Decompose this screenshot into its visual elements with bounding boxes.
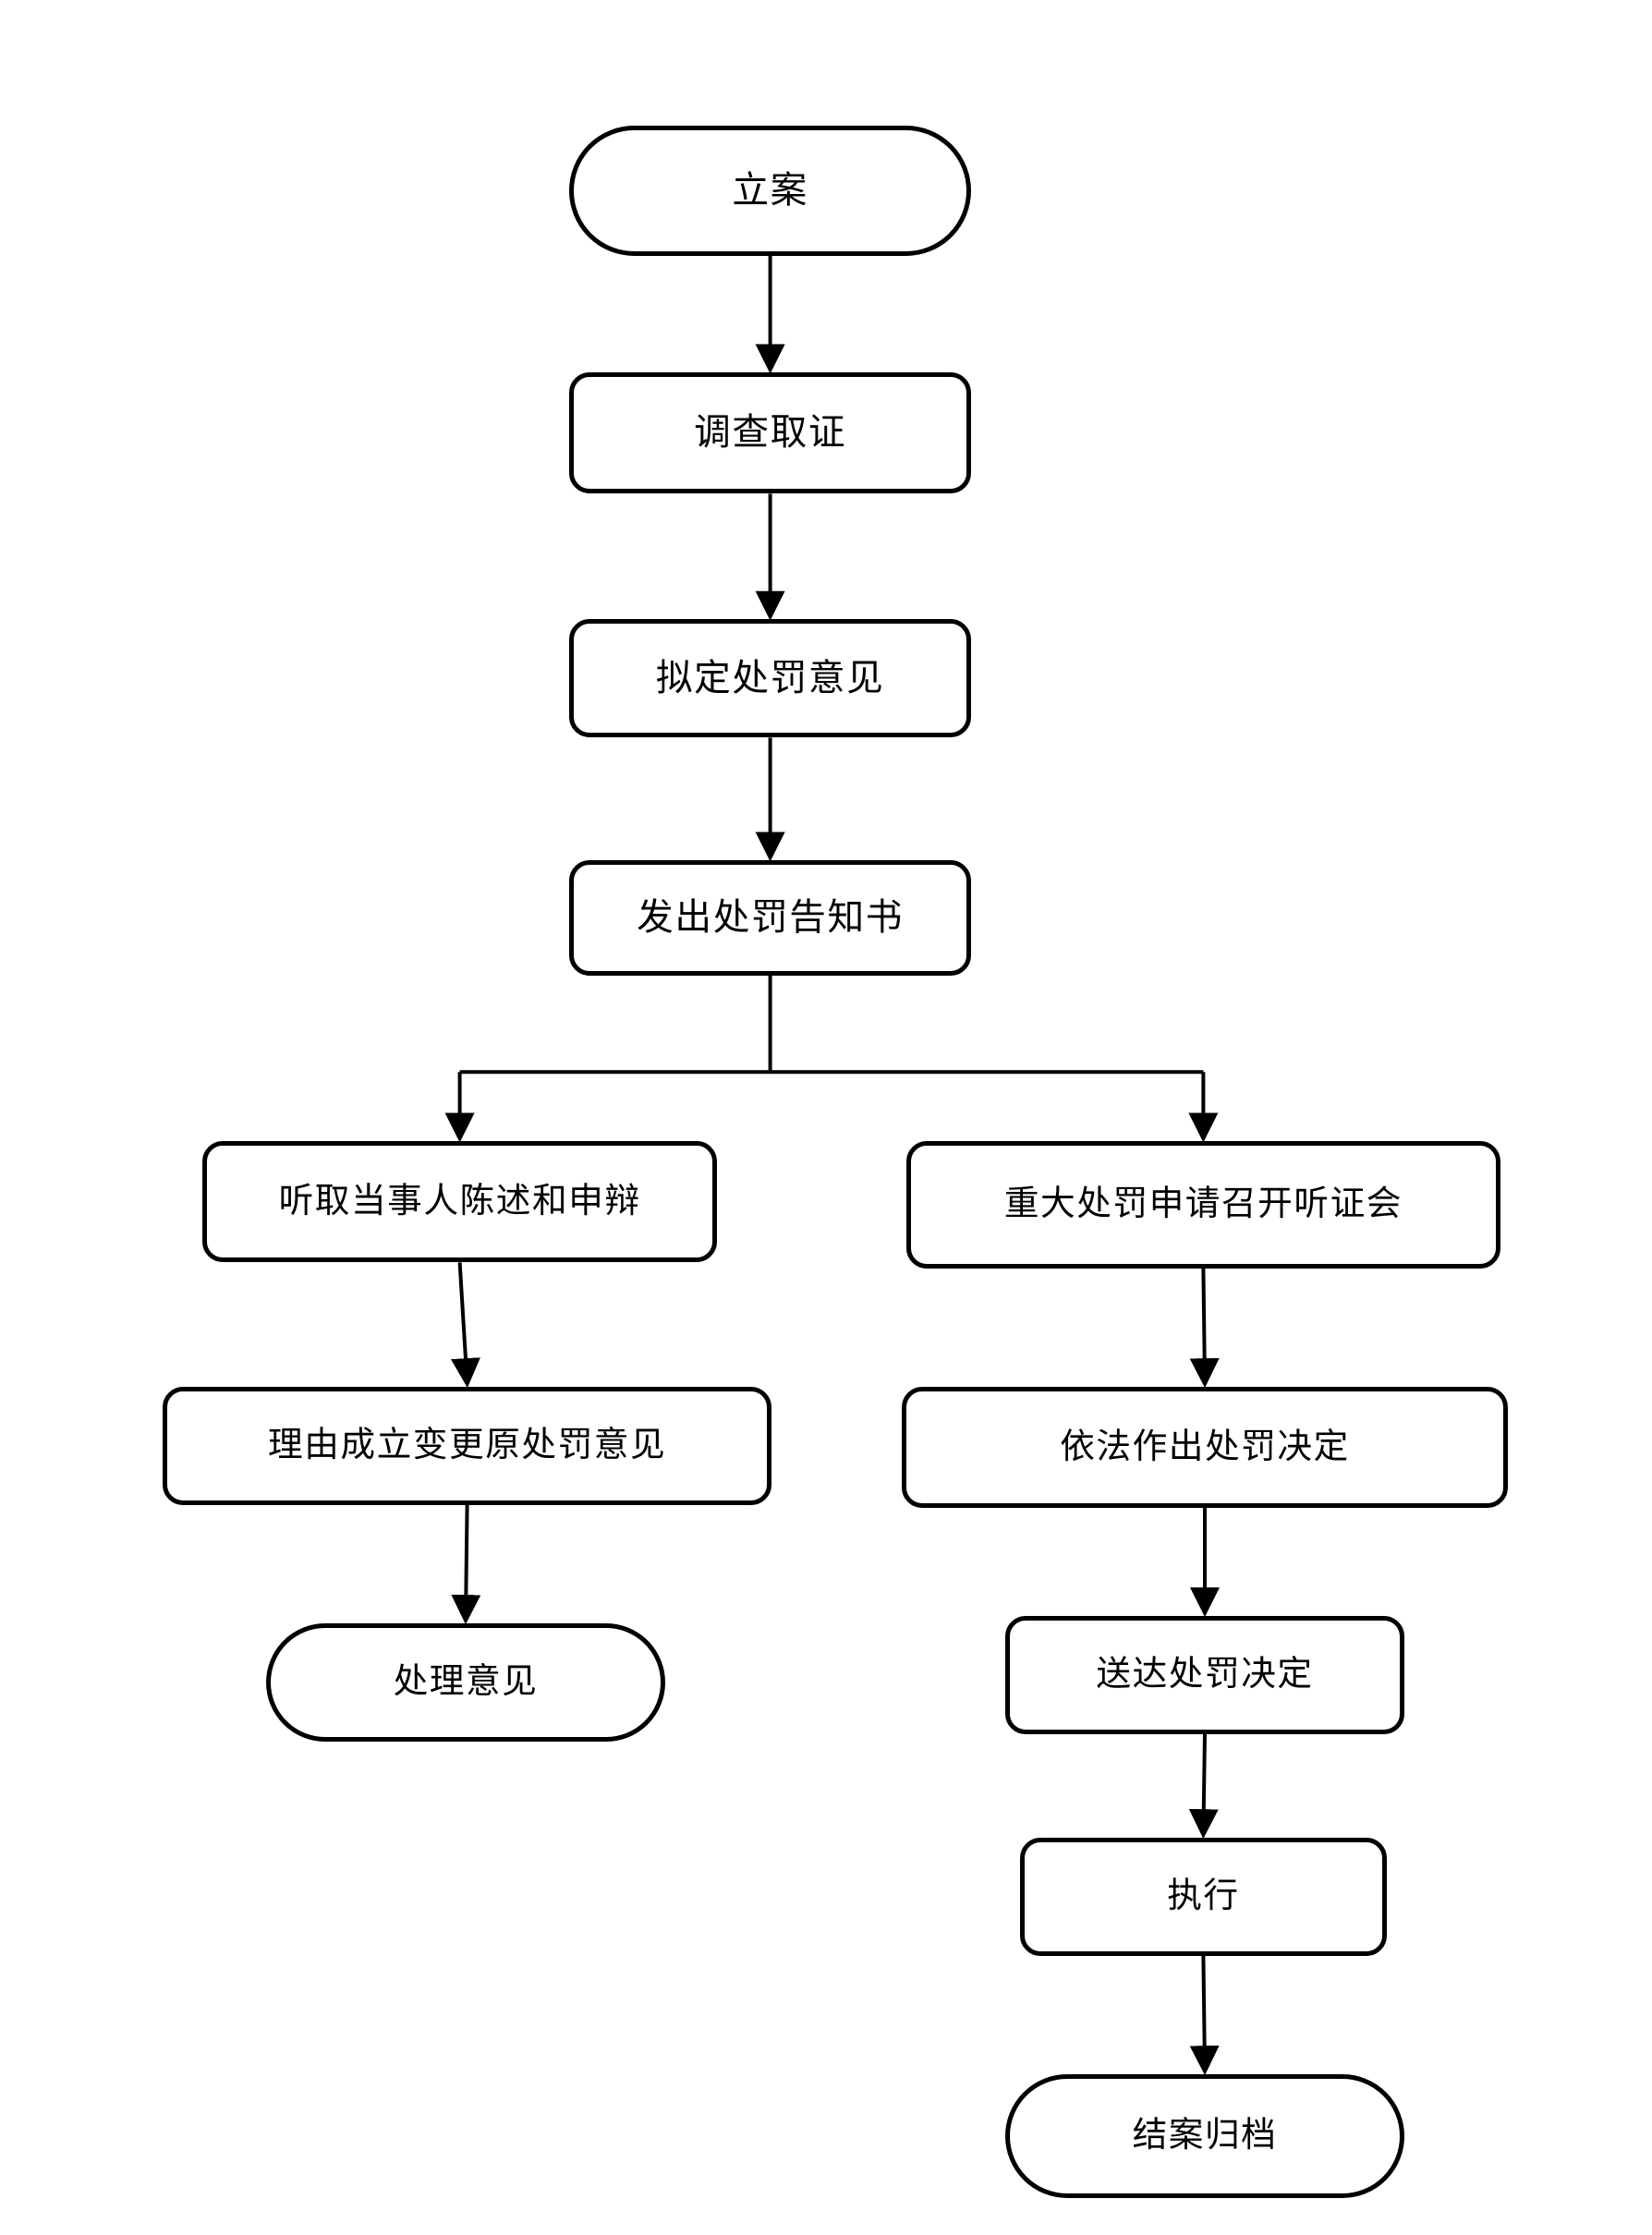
- flow-node-label: 立案: [732, 169, 808, 211]
- flow-node-n5[interactable]: 听取当事人陈述和申辩: [202, 1141, 717, 1263]
- flow-edge-segment: [1189, 1955, 1220, 2076]
- flow-node-n1[interactable]: 立案: [569, 126, 972, 256]
- flow-node-label: 拟定处罚意见: [655, 657, 885, 698]
- flow-edge-segment: [450, 1262, 480, 1389]
- flow-node-label: 重大处罚申请召开听证会: [1003, 1184, 1403, 1224]
- flow-node-n2[interactable]: 调查取证: [569, 372, 972, 494]
- flow-edge-segment: [1189, 1268, 1220, 1389]
- flow-node-n7[interactable]: 理由成立变更原处罚意见: [163, 1386, 772, 1505]
- flow-node-n9[interactable]: 处理意见: [266, 1622, 665, 1742]
- flow-node-label: 处理意见: [393, 1662, 539, 1702]
- flow-node-n6[interactable]: 重大处罚申请召开听证会: [905, 1141, 1500, 1269]
- flow-node-label: 依法作出处罚决定: [1060, 1427, 1350, 1466]
- flow-node-label: 发出处罚告知书: [637, 896, 904, 938]
- flow-node-label: 执行: [1167, 1877, 1240, 1916]
- flow-node-label: 结案归档: [1132, 2116, 1278, 2156]
- flow-node-n4[interactable]: 发出处罚告知书: [569, 860, 972, 976]
- flow-node-n12[interactable]: 结案归档: [1005, 2073, 1404, 2199]
- flow-node-n10[interactable]: 送达处罚决定: [1005, 1615, 1404, 1734]
- flow-node-n8[interactable]: 依法作出处罚决定: [902, 1386, 1508, 1508]
- flow-node-n11[interactable]: 执行: [1020, 1837, 1387, 1956]
- flow-node-n3[interactable]: 拟定处罚意见: [569, 619, 972, 738]
- flow-node-label: 理由成立变更原处罚意见: [268, 1426, 667, 1465]
- flow-edge-segment: [451, 1504, 481, 1625]
- flow-edge-segment: [1188, 1733, 1219, 1840]
- flow-node-label: 送达处罚决定: [1096, 1655, 1314, 1694]
- flow-node-label: 调查取证: [694, 411, 847, 453]
- flow-node-label: 听取当事人陈述和申辩: [278, 1182, 641, 1221]
